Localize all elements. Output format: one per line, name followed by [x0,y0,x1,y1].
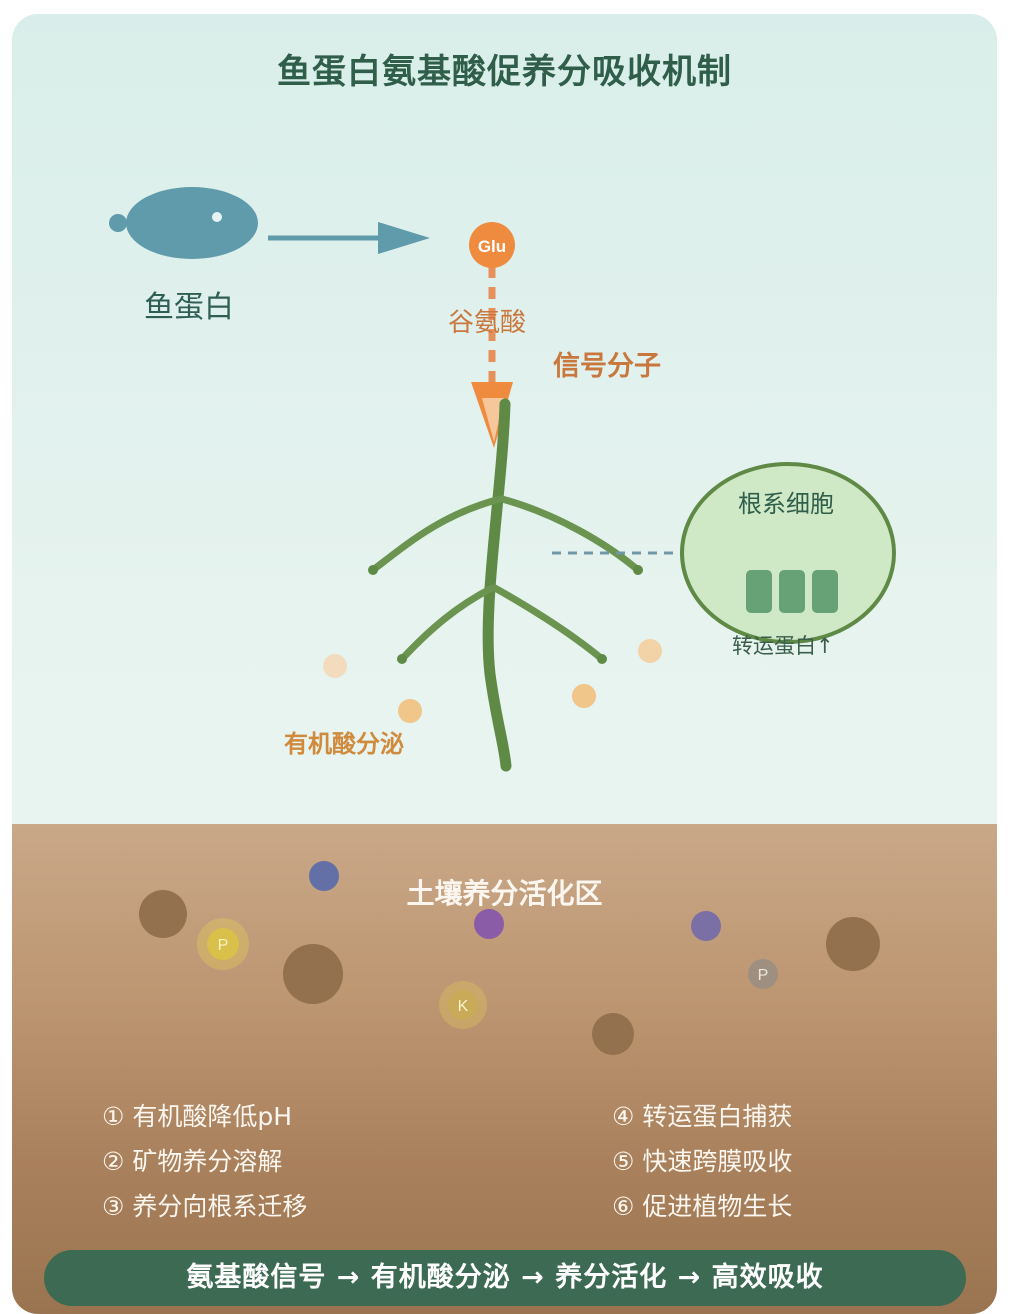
fish-body [126,187,258,259]
root-branch-upper-right [498,495,642,574]
root-tip [633,565,643,575]
transporter-label: 转运蛋白↑ [732,634,834,658]
soil-mineral-particle [283,944,343,1004]
soil-colored-particle [474,909,504,939]
nutrient-ion-k [448,990,478,1020]
glu-badge-text: Glu [478,237,506,256]
glutamate-label: 谷氨酸 [448,308,527,338]
nutrient-ion-p [207,928,239,960]
step-item: ③ 养分向根系迁移 [102,1192,308,1221]
organic-acid-droplet [323,654,347,678]
fish-protein-label: 鱼蛋白 [144,290,234,325]
root-tip [597,654,607,664]
nutrient-ion-label: K [458,998,469,1015]
organic-acid-droplet [572,684,596,708]
soil-colored-particle [691,911,721,941]
step-item: ② 矿物养分溶解 [102,1147,283,1176]
page-title: 鱼蛋白氨基酸促养分吸收机制 [277,52,732,92]
signal-arrow-inner [482,398,504,442]
organic-acid-label: 有机酸分泌 [284,730,404,758]
glu-molecule [469,222,515,268]
soil-colored-particle [309,861,339,891]
transporter-protein [746,570,772,613]
soil-zone-title: 土壤养分活化区 [406,877,603,910]
fish-tail [109,214,127,232]
step-item: ⑤ 快速跨膜吸收 [612,1147,793,1176]
root-main [482,398,512,772]
soil-mineral-particle [826,917,880,971]
organic-acid-droplet [398,699,422,723]
step-item: ④ 转运蛋白捕获 [612,1102,793,1131]
signal-molecule-label: 信号分子 [553,351,661,382]
organic-acid-droplet [638,639,662,663]
soil-mineral-particle [139,890,187,938]
root-cell [680,462,896,644]
root-tip [397,654,407,664]
root-branch-lower-left [398,584,496,663]
mechanism-illustration: Glu P K [109,187,896,1055]
step-item: ⑥ 促进植物生长 [612,1192,793,1221]
root-branch-lower-right [491,584,606,663]
nutrient-ion-label: P [218,937,229,954]
fish-to-glu-arrow-head [378,222,430,254]
root-cell-title: 根系细胞 [738,490,834,518]
nutrient-ion-label: P [758,967,769,984]
root-tip [368,565,378,575]
soil-mineral-particle [592,1013,634,1055]
root-branch-upper-left [369,495,504,574]
step-item: ① 有机酸降低pH [102,1102,293,1131]
transporter-protein [812,570,838,613]
transporter-protein [779,570,805,613]
nutrient-ion-p [748,959,778,989]
summary-bar: 氨基酸信号 → 有机酸分泌 → 养分活化 → 高效吸收 [44,1250,966,1306]
diagram-card: Glu P K [12,14,997,1314]
fish-eye [212,212,222,222]
